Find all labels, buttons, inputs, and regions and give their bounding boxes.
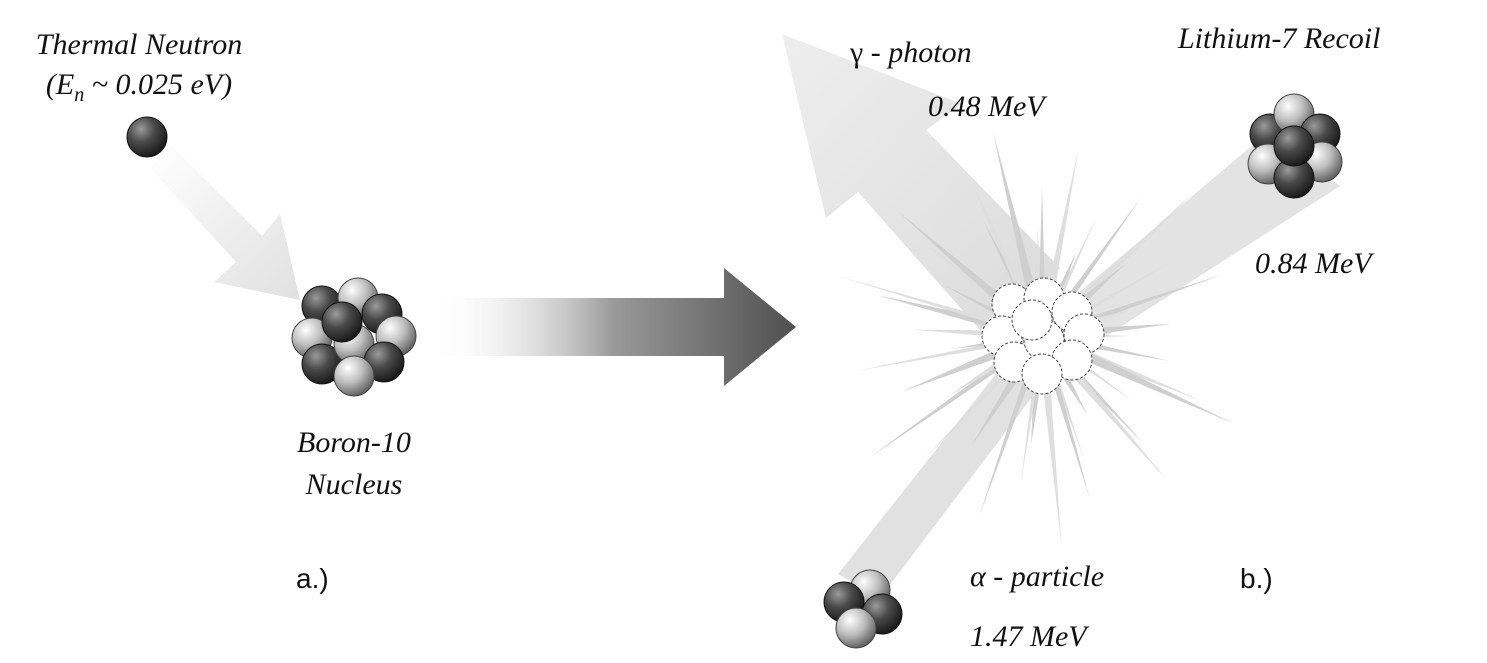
alpha-particle-beam [838,356,1048,598]
lithium-energy: 0.84 MeV [1255,247,1372,280]
thermal-neutron-label: Thermal Neutron [35,28,243,61]
alpha-label: α - particle [970,560,1105,593]
gamma-energy: 0.48 MeV [928,90,1045,123]
alpha-particle [823,569,903,649]
gamma-label: γ - photon [850,36,972,69]
lithium-7-nucleus [1247,93,1343,199]
boron-10-nucleus [291,277,417,397]
thermal-neutron [126,116,168,158]
lithium-label: Lithium-7 Recoil [1178,22,1381,55]
alpha-energy: 1.47 MeV [970,620,1087,653]
neutron-beam-arrow [150,146,300,300]
disintegrated-nucleus [981,277,1105,395]
boron-label-line1: Boron-10 [297,426,411,459]
panel-label-b: b.) [1240,563,1273,594]
transition-arrow [430,268,796,386]
panel-label-a: a.) [296,563,329,594]
boron-label-line2: Nucleus [305,468,403,501]
thermal-neutron-energy: (En ~ 0.025 eV) [45,68,233,106]
gamma-photon-arrow [782,34,1060,330]
